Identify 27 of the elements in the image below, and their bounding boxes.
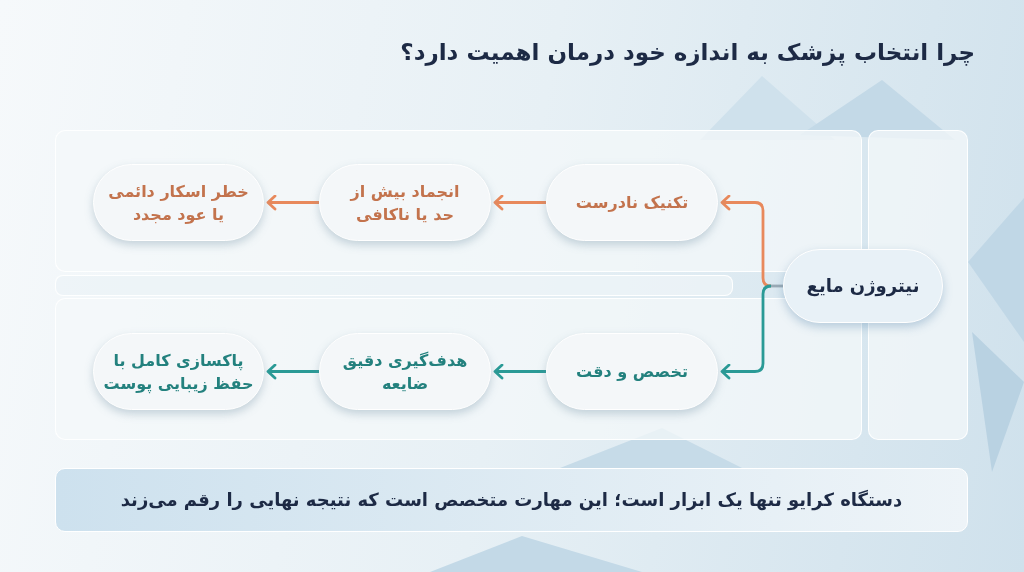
arrow xyxy=(266,194,319,211)
banner-text: دستگاه کرایو تنها یک ابزار است؛ این مهارت متخصص است که نتیجه نهایی را رقم می‌زند xyxy=(120,488,903,513)
rounded-box xyxy=(546,333,718,410)
rounded-box xyxy=(319,333,491,410)
node-label: تکنیک نادرست xyxy=(575,192,689,214)
node-label: انجماد بیش از حد یا ناکافی xyxy=(348,180,461,226)
node-label: هدف‌گیری دقیق ضایعه xyxy=(341,349,469,395)
node-label: نیتروژن مایع xyxy=(806,274,920,299)
rounded-box xyxy=(93,333,264,410)
glass-panel xyxy=(55,130,862,272)
rounded-bar xyxy=(55,275,733,296)
arrow xyxy=(493,194,546,211)
node-label: خطر اسکار دائمی یا عود مجدد xyxy=(107,180,250,226)
rounded-box xyxy=(546,164,718,241)
rounded-box xyxy=(319,164,491,241)
arrow xyxy=(266,363,319,380)
node-label: تخصص و دقت xyxy=(576,361,688,383)
rounded-box xyxy=(93,164,264,241)
glass-panel xyxy=(55,298,862,440)
connector-line xyxy=(771,284,783,288)
rounded-box xyxy=(783,249,943,323)
arrow xyxy=(720,194,772,288)
node-label: پاکسازی کامل با حفظ زیبایی پوست xyxy=(102,349,255,395)
title: چرا انتخاب پزشک به اندازه خود درمان اهمیت دارد؟ xyxy=(400,38,975,67)
banner-box xyxy=(55,468,968,532)
arrow xyxy=(493,363,546,380)
arrow xyxy=(720,284,772,380)
